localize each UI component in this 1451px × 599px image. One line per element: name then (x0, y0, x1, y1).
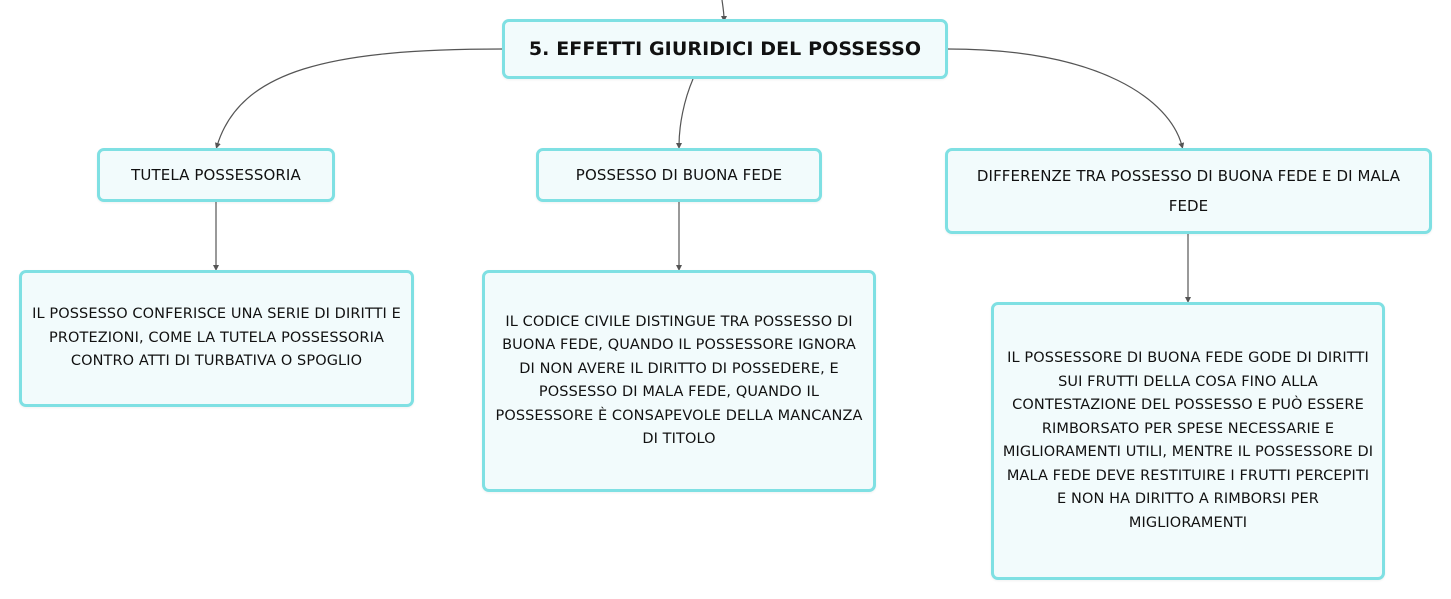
connector-parent-to-root (720, 0, 727, 22)
topic-differenze-buona-mala-fede-label: DIFFERENZE TRA POSSESSO DI BUONA FEDE E … (976, 167, 1401, 215)
connector-root-to-possesso-buona-fede (676, 78, 694, 149)
root-topic[interactable]: 5. EFFETTI GIURIDICI DEL POSSESSO (502, 19, 948, 79)
detail-tutela-possessoria-text: IL POSSESSO CONFERISCE UNA SERIE DI DIRI… (32, 306, 401, 370)
detail-differenze-buona-mala-fede-text: IL POSSESSORE DI BUONA FEDE GODE DI DIRI… (1002, 350, 1374, 531)
topic-tutela-possessoria[interactable]: TUTELA POSSESSORIA (97, 148, 335, 202)
topic-tutela-possessoria-label: TUTELA POSSESSORIA (131, 166, 301, 184)
topic-possesso-buona-fede-label: POSSESSO DI BUONA FEDE (575, 166, 783, 184)
detail-possesso-buona-fede[interactable]: IL CODICE CIVILE DISTINGUE TRA POSSESSO … (482, 270, 876, 492)
root-topic-label: 5. EFFETTI GIURIDICI DEL POSSESSO (528, 38, 922, 60)
topic-possesso-buona-fede[interactable]: POSSESSO DI BUONA FEDE (536, 148, 822, 202)
detail-tutela-possessoria[interactable]: IL POSSESSO CONFERISCE UNA SERIE DI DIRI… (19, 270, 414, 407)
detail-differenze-buona-mala-fede[interactable]: IL POSSESSORE DI BUONA FEDE GODE DI DIRI… (991, 302, 1385, 580)
connector-root-to-tutela-possessoria (215, 48, 503, 149)
topic-differenze-buona-mala-fede[interactable]: DIFFERENZE TRA POSSESSO DI BUONA FEDE E … (945, 148, 1432, 234)
connector-root-to-differenze (947, 48, 1185, 149)
detail-possesso-buona-fede-text: IL CODICE CIVILE DISTINGUE TRA POSSESSO … (495, 313, 863, 448)
